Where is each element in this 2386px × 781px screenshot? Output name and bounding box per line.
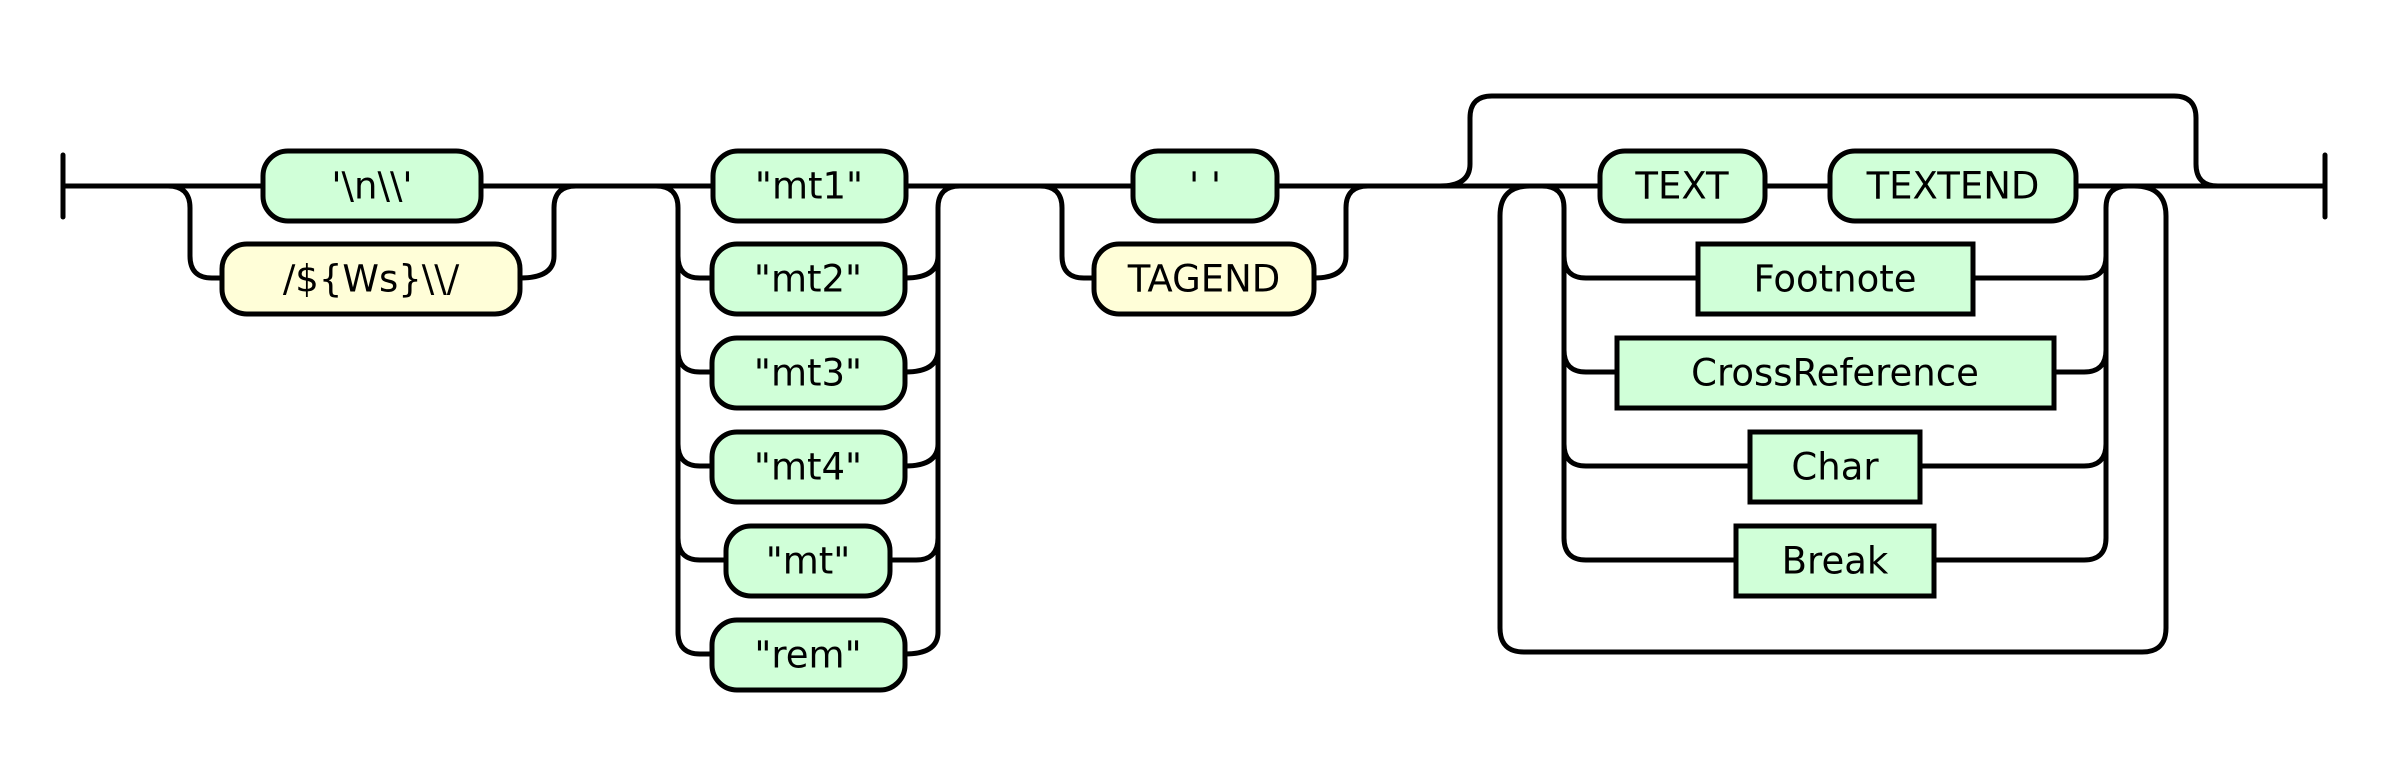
nonterminal-footnote-node: Footnote	[1695, 241, 1976, 317]
terminal-space-label: ' '	[1189, 165, 1221, 208]
terminal-mt4-node: "mt4"	[709, 429, 908, 505]
nonterminal-char-node: Char	[1747, 429, 1923, 505]
terminal-mt4-label: "mt4"	[754, 446, 862, 489]
nonterminal-crossreference-label: CrossReference	[1691, 352, 1979, 395]
terminal-textend-label: TEXTEND	[1866, 165, 2040, 208]
regex-ws-node: /${Ws}\\/	[219, 241, 523, 317]
nonterminal-crossreference-node: CrossReference	[1614, 335, 2057, 411]
group2-left-rail	[653, 183, 715, 657]
group4-out-footnote	[1970, 253, 2109, 281]
group4-left-rail	[1539, 183, 1739, 563]
terminal-box	[709, 429, 908, 505]
terminal-mt1-node: "mt1"	[710, 148, 909, 224]
terminal-text-node: TEXT	[1597, 148, 1768, 224]
regex-tagend-node: TAGEND	[1091, 241, 1317, 317]
terminal-box	[710, 148, 909, 224]
nonterminal-box	[1614, 335, 2057, 411]
group2-out-3	[902, 347, 941, 375]
terminal-mt-node: "mt"	[723, 523, 893, 599]
group4-out-char	[1917, 441, 2109, 469]
terminal-box	[723, 523, 893, 599]
terminal-mt3-node: "mt3"	[709, 335, 908, 411]
nonterminal-box	[1733, 523, 1937, 599]
terminal-space-node: ' '	[1130, 148, 1280, 224]
group3-branch-down	[1037, 183, 1097, 281]
group2-out-4	[902, 441, 941, 469]
group4-in-crossref	[1561, 347, 1620, 375]
terminal-box	[709, 335, 908, 411]
group1-branch-up	[517, 183, 579, 281]
group2-in-3	[675, 347, 715, 375]
terminal-textend-node: TEXTEND	[1827, 148, 2079, 224]
group4-loop-out	[1497, 183, 2169, 655]
regex-ws-label: /${Ws}\\/	[283, 258, 460, 301]
nonterminal-box	[1747, 429, 1923, 505]
group4-skip-arc	[1437, 93, 2221, 189]
terminal-mt3-label: "mt3"	[754, 352, 862, 395]
group4-in-footnote	[1561, 253, 1701, 281]
nonterminal-box	[1695, 241, 1976, 317]
nonterminal-break-label: Break	[1782, 540, 1889, 583]
group1-branch-down	[165, 183, 225, 281]
terminal-mt2-node: "mt2"	[709, 241, 908, 317]
terminal-newline-node: '\n\\'	[260, 148, 484, 224]
terminal-box	[1597, 148, 1768, 224]
terminal-box	[1827, 148, 2079, 224]
group2-in-5	[675, 535, 729, 563]
terminal-box	[709, 241, 908, 317]
terminal-mt1-label: "mt1"	[755, 165, 863, 208]
terminal-text-label: TEXT	[1634, 165, 1729, 208]
terminal-box	[260, 148, 484, 224]
terminal-rem-label: "rem"	[754, 634, 861, 677]
terminal-newline-label: '\n\\'	[331, 165, 412, 208]
group2-out-2	[902, 253, 941, 281]
terminal-mt-label: "mt"	[766, 540, 851, 583]
terminal-box	[1130, 148, 1280, 224]
regex-box	[1091, 241, 1317, 317]
regex-box	[219, 241, 523, 317]
group4-right-rail	[1931, 183, 2131, 563]
terminal-mt2-label: "mt2"	[754, 258, 862, 301]
nonterminal-break-node: Break	[1733, 523, 1937, 599]
group4-out-crossref	[2051, 347, 2109, 375]
group3-branch-up	[1311, 183, 1371, 281]
terminal-box	[709, 617, 908, 693]
group2-in-4	[675, 441, 715, 469]
terminal-rem-node: "rem"	[709, 617, 908, 693]
group2-right-rail	[902, 183, 963, 657]
rail-lines	[60, 93, 2328, 657]
nonterminal-char-label: Char	[1791, 446, 1879, 489]
regex-tagend-label: TAGEND	[1127, 258, 1281, 301]
group2-in-2	[675, 253, 715, 281]
nonterminal-footnote-label: Footnote	[1753, 258, 1916, 301]
group4-in-char	[1561, 441, 1753, 469]
group2-out-5	[887, 535, 941, 563]
